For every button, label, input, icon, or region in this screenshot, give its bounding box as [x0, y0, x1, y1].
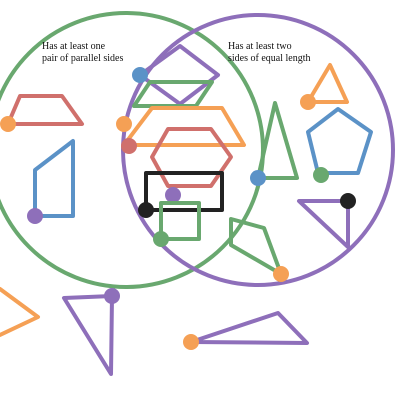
- orange-triangle: [306, 63, 349, 104]
- black-rectangle: [144, 171, 224, 212]
- purple-center-dot: [165, 187, 181, 203]
- blue-pentagon-vertex-dot: [313, 167, 329, 183]
- purple-obtuse-triangle-vertex-dot: [104, 288, 120, 304]
- purple-scalene-triangle: [189, 311, 309, 345]
- equal-sides-label: Has at least two sides of equal length: [228, 41, 310, 65]
- red-hexagon-vertex-dot: [121, 138, 137, 154]
- green-triangle-vertex-dot: [250, 170, 266, 186]
- purple-obtuse-triangle: [62, 294, 114, 376]
- black-rectangle-vertex-dot: [138, 202, 154, 218]
- purple-rhombus-vertex-dot: [132, 67, 148, 83]
- orange-parallelogram: [122, 106, 246, 147]
- green-parallelogram: [132, 80, 214, 108]
- orange-triangle-vertex-dot: [300, 94, 316, 110]
- red-trapezoid: [6, 94, 84, 126]
- parallel-sides-label: Has at least one pair of parallel sides: [42, 41, 123, 65]
- purple-scalene-triangle-vertex-dot: [183, 334, 199, 350]
- red-trapezoid-vertex-dot: [0, 116, 16, 132]
- parallel-sides-label-line1: Has at least one: [42, 41, 106, 52]
- equal-sides-label-line2: sides of equal length: [228, 53, 311, 64]
- orange-partial-shape: [0, 287, 40, 337]
- equal-sides-label-line1: Has at least two: [228, 41, 292, 52]
- blue-pentagon: [306, 107, 373, 175]
- purple-rhombus: [138, 44, 220, 106]
- orange-parallelogram-vertex-dot: [116, 116, 132, 132]
- red-hexagon: [150, 127, 233, 188]
- blue-quadrilateral: [33, 139, 75, 218]
- blue-quadrilateral-vertex-dot: [27, 208, 43, 224]
- green-square: [159, 201, 201, 241]
- green-square-vertex-dot: [153, 231, 169, 247]
- parallel-sides-label-line2: pair of parallel sides: [42, 53, 124, 64]
- green-kite-vertex-dot: [273, 266, 289, 282]
- green-isosceles-triangle: [256, 101, 299, 180]
- purple-triangle-vertex-dot: [340, 193, 356, 209]
- purple-right-triangle: [297, 199, 350, 249]
